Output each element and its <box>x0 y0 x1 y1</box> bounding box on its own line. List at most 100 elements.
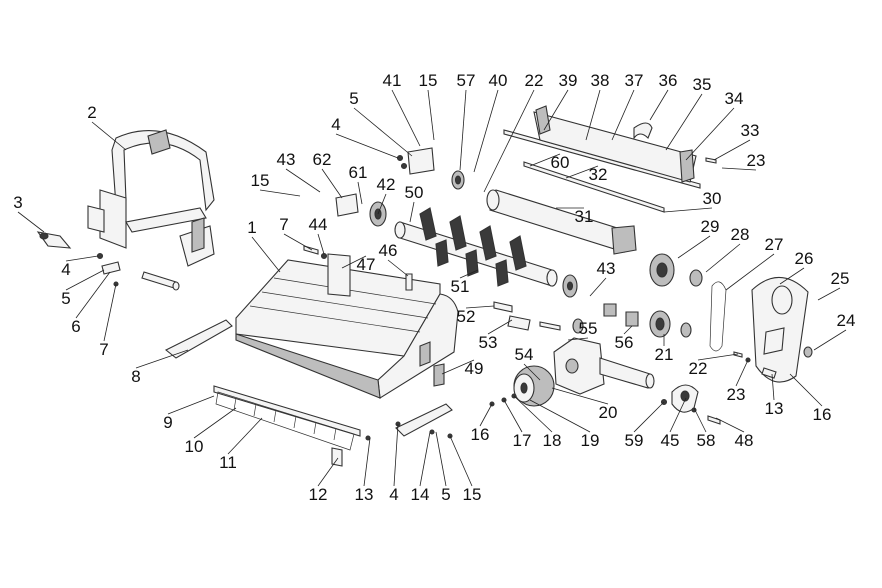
callout-c43b: 43 <box>597 259 616 278</box>
leader-c16a <box>479 403 493 427</box>
callout-c61: 61 <box>349 163 368 182</box>
callout-c19: 19 <box>581 431 600 450</box>
leader-c37 <box>611 89 635 141</box>
callout-c16a: 16 <box>471 425 490 444</box>
callout-c14: 14 <box>411 485 430 504</box>
leader-c35 <box>665 93 703 151</box>
callout-c15b: 15 <box>251 171 270 190</box>
callout-c7b: 7 <box>279 215 288 234</box>
leader-c53 <box>487 319 513 335</box>
callout-c5c: 5 <box>349 89 358 108</box>
callout-c39: 39 <box>559 71 578 90</box>
leader-c24 <box>813 329 847 351</box>
leader-c57 <box>459 89 467 171</box>
callout-c18: 18 <box>543 431 562 450</box>
callout-c46: 46 <box>379 241 398 260</box>
callout-c49: 49 <box>465 359 484 378</box>
leader-c4a <box>65 255 99 262</box>
leader-c7b <box>283 233 313 251</box>
leader-c13a <box>363 437 371 487</box>
leader-c43a <box>285 168 321 193</box>
callout-c13a: 13 <box>355 485 374 504</box>
callout-c50: 50 <box>405 183 424 202</box>
callout-c7a: 7 <box>99 340 108 359</box>
callout-c35: 35 <box>693 75 712 94</box>
callout-c45: 45 <box>661 431 680 450</box>
part-shaft-pieces <box>493 301 561 331</box>
callout-c38: 38 <box>591 71 610 90</box>
leader-c58 <box>693 407 707 433</box>
leader-c45 <box>669 397 687 433</box>
leader-c1 <box>251 236 281 273</box>
callout-c11: 11 <box>219 453 237 472</box>
part-fasteners-left <box>96 252 180 291</box>
part-bushing-56 <box>603 303 639 327</box>
part-v-belt-27 <box>709 281 727 352</box>
part-pulley-29 <box>649 253 675 287</box>
part-plate-12 <box>331 447 343 467</box>
callout-c24: 24 <box>837 311 856 330</box>
callout-c52: 52 <box>457 307 476 326</box>
leader-c41 <box>391 89 421 147</box>
callout-c32: 32 <box>589 165 608 184</box>
leader-c17 <box>503 399 523 433</box>
leader-c15a <box>449 435 473 487</box>
callout-c21: 21 <box>655 345 674 364</box>
part-hub-small <box>680 322 692 338</box>
callout-c9: 9 <box>163 413 172 432</box>
leader-c26 <box>779 267 805 285</box>
part-plate-62 <box>335 193 359 217</box>
part-flap-strip <box>213 385 361 451</box>
part-pulley-51 <box>562 274 578 298</box>
callout-c47: 47 <box>357 255 376 274</box>
leader-c46 <box>387 259 409 277</box>
part-drum-20 <box>513 365 555 407</box>
callout-c28: 28 <box>731 225 750 244</box>
part-main-housing <box>235 253 459 399</box>
callout-c4b: 4 <box>389 485 398 504</box>
leader-c44 <box>317 233 325 255</box>
part-bearing-57 <box>451 170 465 190</box>
leader-c32 <box>565 165 599 179</box>
leader-c55 <box>567 337 589 341</box>
leader-c22a <box>483 89 535 193</box>
part-hub-28 <box>689 269 703 287</box>
leader-c29 <box>677 235 711 259</box>
leader-c12 <box>317 457 339 487</box>
callout-c54: 54 <box>515 345 534 364</box>
leader-c23a <box>721 167 757 171</box>
leader-c39 <box>543 89 569 131</box>
part-bracket-3 <box>36 231 72 249</box>
part-top-bar <box>503 105 701 189</box>
callout-c5b: 5 <box>441 485 450 504</box>
leader-c27 <box>725 253 775 291</box>
part-label-49 <box>433 363 445 387</box>
leader-c10 <box>193 407 237 439</box>
callout-c55: 55 <box>579 319 598 338</box>
leader-c20 <box>551 387 609 405</box>
leader-c51 <box>459 269 479 279</box>
leader-c13b <box>771 373 775 401</box>
leader-c47 <box>341 255 367 269</box>
callout-c4c: 4 <box>331 115 340 134</box>
leader-c43b <box>589 277 607 297</box>
callout-c22b: 22 <box>689 359 708 378</box>
leader-c33 <box>713 139 751 161</box>
callout-c27: 27 <box>765 235 784 254</box>
leader-c50 <box>409 201 415 223</box>
callout-c23b: 23 <box>727 385 746 404</box>
part-skid-left <box>164 319 233 359</box>
leader-c28 <box>705 243 741 273</box>
leader-c49 <box>441 359 475 375</box>
leader-c42 <box>377 193 387 215</box>
part-gearbox-54 <box>553 337 655 395</box>
callout-c10: 10 <box>185 437 204 456</box>
leader-c59 <box>633 401 665 433</box>
leader-lines <box>17 89 847 487</box>
callout-c15c: 15 <box>419 71 438 90</box>
callout-c59: 59 <box>625 431 644 450</box>
leader-c19 <box>529 399 591 433</box>
callout-c62: 62 <box>313 150 332 169</box>
